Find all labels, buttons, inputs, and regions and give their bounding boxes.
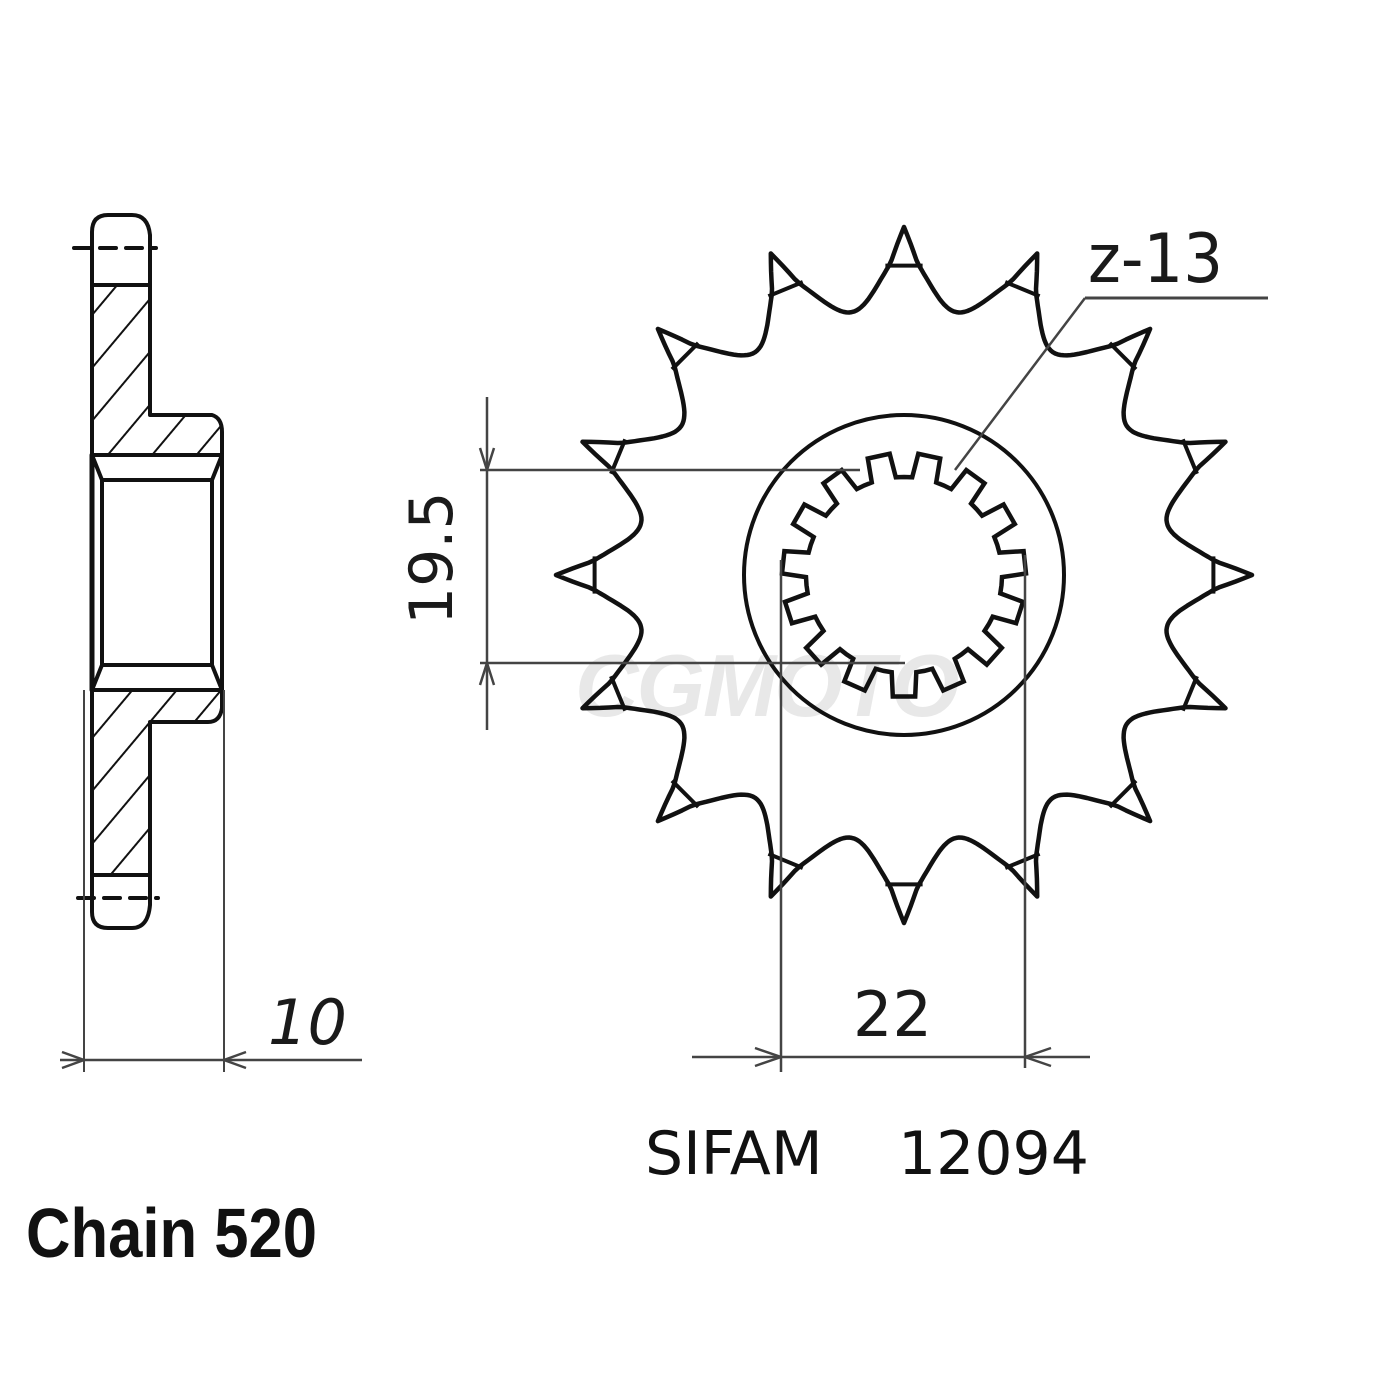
brand-label: SIFAM <box>645 1119 823 1189</box>
bore-depth-dimension <box>478 397 905 730</box>
thickness-label: 10 <box>268 986 347 1059</box>
chain-size-label: Chain 520 <box>26 1194 318 1272</box>
tooth-count-leader <box>954 296 1268 471</box>
spline-bore-profile <box>779 451 1029 699</box>
sprocket-outer-profile <box>553 224 1255 926</box>
spline-width-label: 22 <box>853 978 932 1051</box>
tooth-count-label: z-13 <box>1088 220 1224 299</box>
sprocket-front-view <box>553 224 1255 926</box>
spline-width-dimension <box>692 555 1090 1072</box>
thickness-dimension <box>60 690 362 1072</box>
part-number-label: 12094 <box>898 1119 1089 1189</box>
hub-circle <box>742 413 1066 737</box>
side-section-view <box>72 213 224 930</box>
bore-depth-label: 19.5 <box>397 491 467 625</box>
